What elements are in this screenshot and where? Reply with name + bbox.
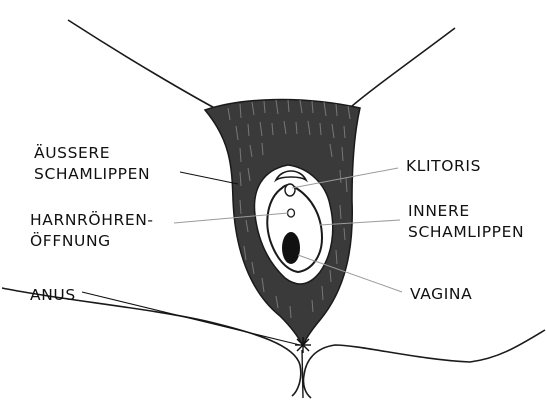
label-aeussere-schamlippen: ÄUSSERE SCHAMLIPPEN bbox=[34, 143, 150, 185]
label-innere-schamlippen-line-1: INNERE bbox=[408, 201, 524, 222]
label-anus: ANUS bbox=[30, 285, 76, 306]
urethral-opening bbox=[288, 209, 295, 217]
left-thigh-outline bbox=[68, 20, 222, 112]
leader-aeussere-schamlippen bbox=[180, 172, 238, 184]
anus-mark bbox=[295, 337, 311, 353]
label-anus-line-1: ANUS bbox=[30, 285, 76, 306]
right-thigh-outline bbox=[345, 28, 455, 112]
label-harnroehren-oeffnung: HARNRÖHREN- ÖFFNUNG bbox=[30, 210, 154, 252]
label-klitoris-line-1: KLITORIS bbox=[406, 156, 481, 177]
label-aeussere-schamlippen-line-1: ÄUSSERE bbox=[34, 143, 150, 164]
clitoris-glans bbox=[285, 184, 295, 196]
label-harnroehren-oeffnung-line-1: HARNRÖHREN- bbox=[30, 210, 154, 231]
label-vagina: VAGINA bbox=[410, 284, 472, 305]
buttock-cleft-line bbox=[302, 350, 303, 398]
label-klitoris: KLITORIS bbox=[406, 156, 481, 177]
label-aeussere-schamlippen-line-2: SCHAMLIPPEN bbox=[34, 164, 150, 185]
label-innere-schamlippen: INNERE SCHAMLIPPEN bbox=[408, 201, 524, 243]
label-harnroehren-oeffnung-line-2: ÖFFNUNG bbox=[30, 231, 154, 252]
label-vagina-line-1: VAGINA bbox=[410, 284, 472, 305]
right-buttock-outline bbox=[303, 330, 545, 398]
vaginal-opening bbox=[282, 232, 300, 264]
label-innere-schamlippen-line-2: SCHAMLIPPEN bbox=[408, 222, 524, 243]
